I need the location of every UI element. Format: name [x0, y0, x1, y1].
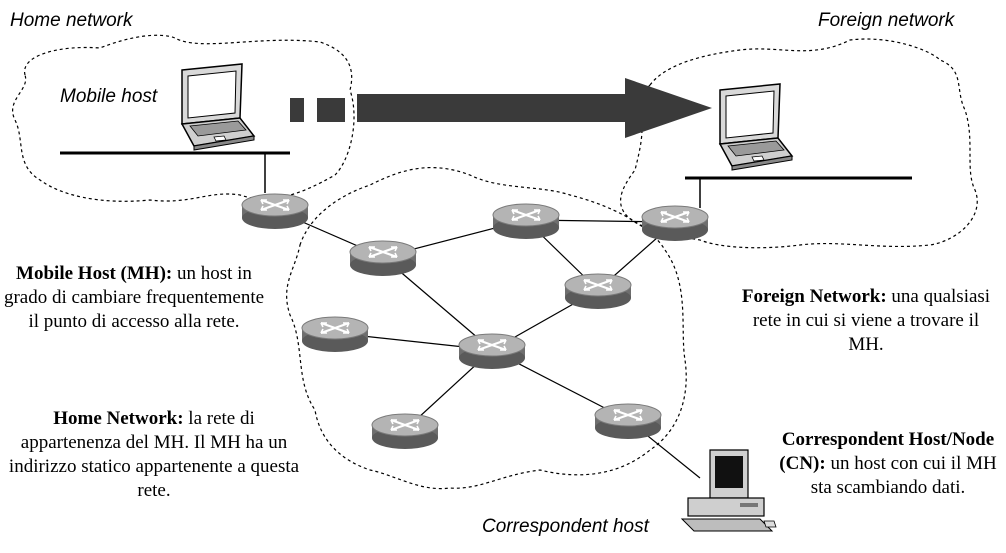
home-network-label: Home network	[10, 10, 133, 31]
mobile-host-description: Mobile Host (MH): un host in grado di ca…	[0, 262, 268, 334]
home-network-text: la rete di appartenenza del MH. Il MH ha…	[8, 408, 300, 501]
router	[563, 272, 633, 311]
router-foreign	[640, 204, 710, 243]
home-network-description: Home Network: la rete di appartenenza de…	[8, 407, 300, 503]
correspondent-host-label: Correspondent host	[482, 516, 649, 537]
foreign-network-cloud	[620, 38, 978, 249]
home-network-cloud	[12, 34, 355, 202]
mobile-host-term: Mobile Host (MH):	[16, 263, 173, 284]
mobile-host-laptop-icon	[181, 63, 255, 151]
movement-arrow	[290, 78, 712, 138]
mobile-host-label: Mobile host	[60, 86, 158, 107]
foreign-network-term: Foreign Network:	[741, 286, 887, 307]
foreign-network-text: una qualsiasi rete in cui si viene a tro…	[752, 286, 991, 355]
mobile-host-text: un host in grado di cambiare frequenteme…	[3, 263, 265, 332]
router	[348, 239, 418, 278]
mobile-host-foreign-laptop-icon	[719, 83, 793, 171]
foreign-network-label: Foreign network	[818, 10, 955, 31]
router	[491, 202, 561, 241]
router	[593, 402, 663, 441]
router-core	[457, 332, 527, 371]
home-network-term: Home Network:	[53, 408, 184, 429]
correspondent-host-computer-icon	[680, 449, 777, 532]
router	[370, 412, 440, 451]
foreign-network-description: Foreign Network: una qualsiasi rete in c…	[735, 285, 997, 357]
correspondent-host-description: Correspondent Host/Node (CN): un host co…	[772, 428, 1004, 500]
router	[300, 315, 370, 354]
correspondent-host-text: un host con cui il MH sta scambiando dat…	[810, 453, 997, 498]
router-home	[240, 192, 310, 231]
correspondent-host-term: Correspondent Host/Node (CN):	[779, 429, 995, 474]
